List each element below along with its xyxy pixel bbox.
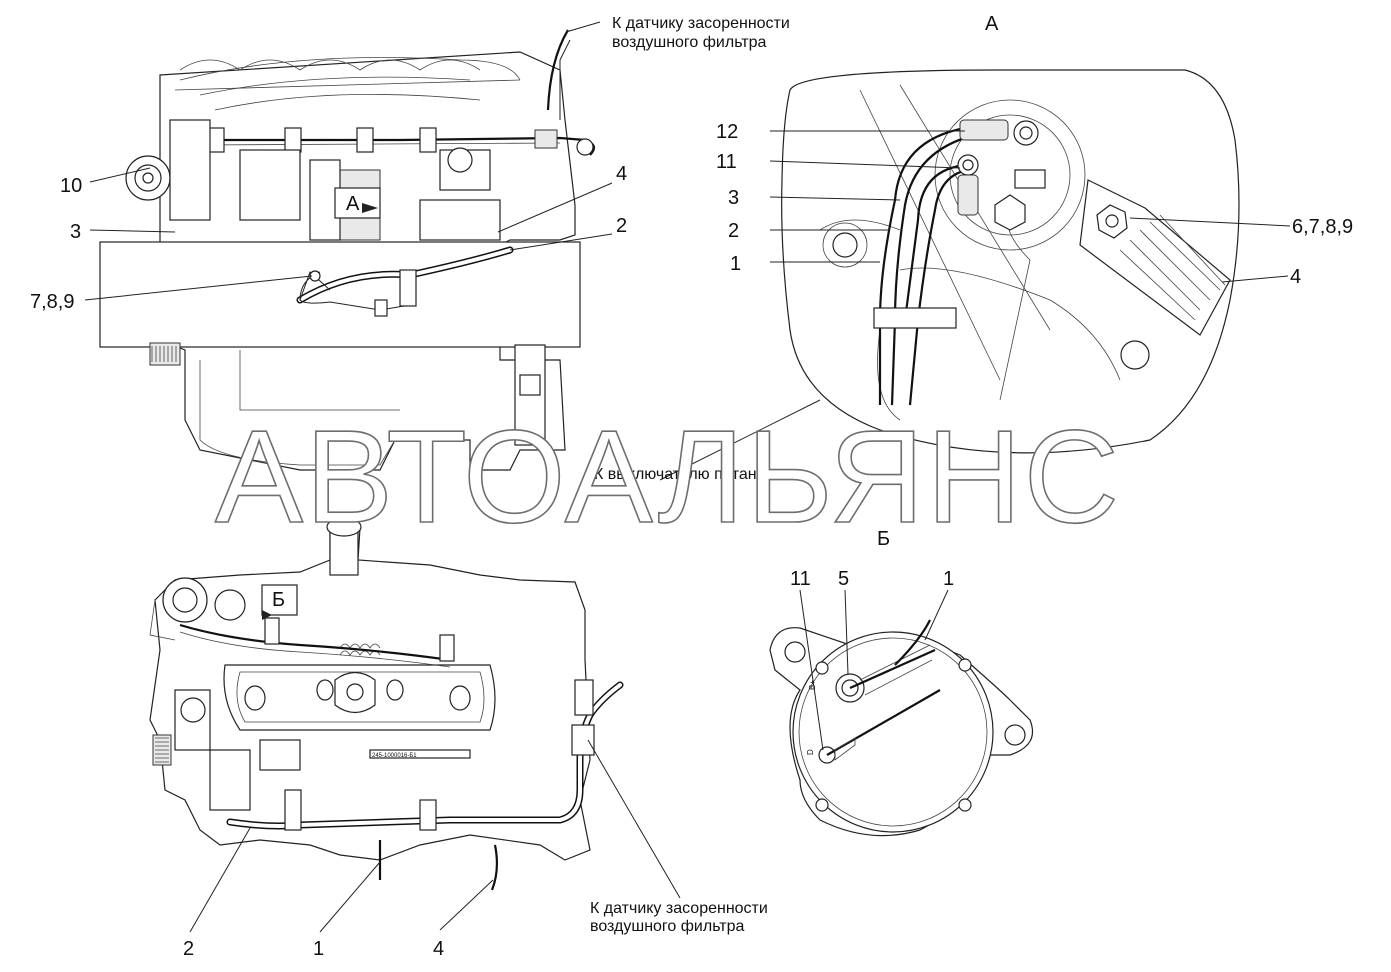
callout-2-a: 2 bbox=[728, 220, 739, 242]
power-switch-leader bbox=[659, 399, 821, 481]
callout-12-a: 12 bbox=[716, 121, 738, 143]
alternator-mark-b-plus: B+ bbox=[808, 680, 817, 690]
view-b-title: Б bbox=[877, 528, 890, 550]
caption-air-filter-bottom-line1: К датчику засоренности bbox=[590, 900, 768, 917]
caption-air-filter-bottom-line2: воздушного фильтра bbox=[590, 918, 745, 935]
top-left-leaders bbox=[84, 21, 613, 301]
callout-2-top: 2 bbox=[616, 215, 627, 237]
engine-side-view: Б 245-1000016-Б1 bbox=[149, 517, 624, 891]
watermark-text: АВТОАЛЬЯНС bbox=[215, 403, 1121, 550]
view-b-leaders bbox=[799, 589, 949, 751]
alternator-mark-d: D bbox=[806, 749, 815, 755]
callout-10-top: 10 bbox=[60, 175, 82, 197]
callout-4-bottom: 4 bbox=[433, 938, 444, 960]
callout-6-7-8-9-a: 6,7,8,9 bbox=[1292, 216, 1353, 238]
detail-view-a bbox=[781, 69, 1240, 454]
caption-air-filter-top-line2: воздушного фильтра bbox=[612, 34, 767, 51]
view-a-leaders bbox=[769, 130, 1291, 283]
callout-3-top: 3 bbox=[70, 221, 81, 243]
view-marker-b: Б bbox=[272, 589, 285, 611]
callout-5-b: 5 bbox=[838, 568, 849, 590]
caption-power-switch: К выключателю питания bbox=[594, 466, 774, 483]
callout-1-b: 1 bbox=[943, 568, 954, 590]
engine-top-view: А bbox=[99, 29, 596, 471]
view-a-title: А bbox=[985, 13, 999, 35]
callout-3-a: 3 bbox=[728, 187, 739, 209]
caption-air-filter-top-line1: К датчику засоренности bbox=[612, 15, 790, 32]
callout-7-8-9-top: 7,8,9 bbox=[30, 291, 74, 313]
detail-view-b: B+ D bbox=[769, 619, 1034, 837]
bottom-left-leaders bbox=[189, 739, 681, 933]
engine-plate-text: 245-1000016-Б1 bbox=[372, 753, 417, 759]
callout-2-bottom: 2 bbox=[183, 938, 194, 960]
callout-11-b: 11 bbox=[790, 568, 811, 590]
callout-11-a: 11 bbox=[716, 151, 737, 173]
callout-1-a: 1 bbox=[730, 253, 741, 275]
callout-1-bottom: 1 bbox=[313, 938, 324, 960]
callout-4-top: 4 bbox=[616, 163, 627, 185]
callout-4-a: 4 bbox=[1290, 266, 1301, 288]
view-marker-a: А bbox=[346, 193, 360, 215]
